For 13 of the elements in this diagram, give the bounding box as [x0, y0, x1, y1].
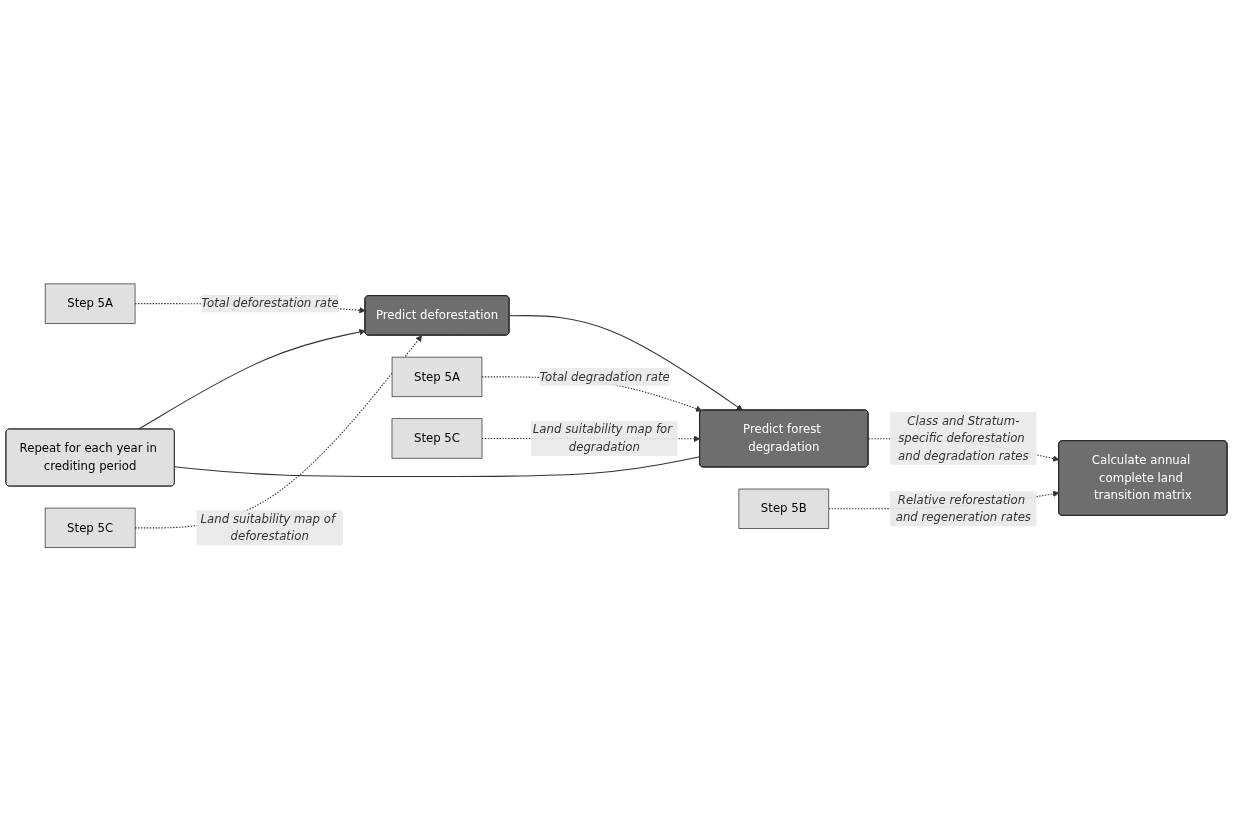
edge-label: Total deforestation rate [201, 296, 339, 310]
node-box: Step 5B [738, 488, 830, 529]
edge-label: Land suitability map for degradation [532, 422, 673, 454]
edge-label: Class and Stratum-specific deforestation and degradation rates [898, 413, 1029, 463]
node-box: Step 5C [391, 418, 483, 459]
node-box: Step 5C [44, 507, 136, 548]
node-box: Step 5A [391, 356, 483, 397]
arrow [508, 314, 743, 411]
edge-label: Total degradation rate [539, 369, 670, 384]
edge-label: Relative reforestation and regeneration rates [895, 492, 1031, 524]
connector [174, 455, 701, 477]
node-box: Step 5A [44, 283, 136, 324]
edge-label: Land suitability map of deforestation [200, 511, 336, 543]
